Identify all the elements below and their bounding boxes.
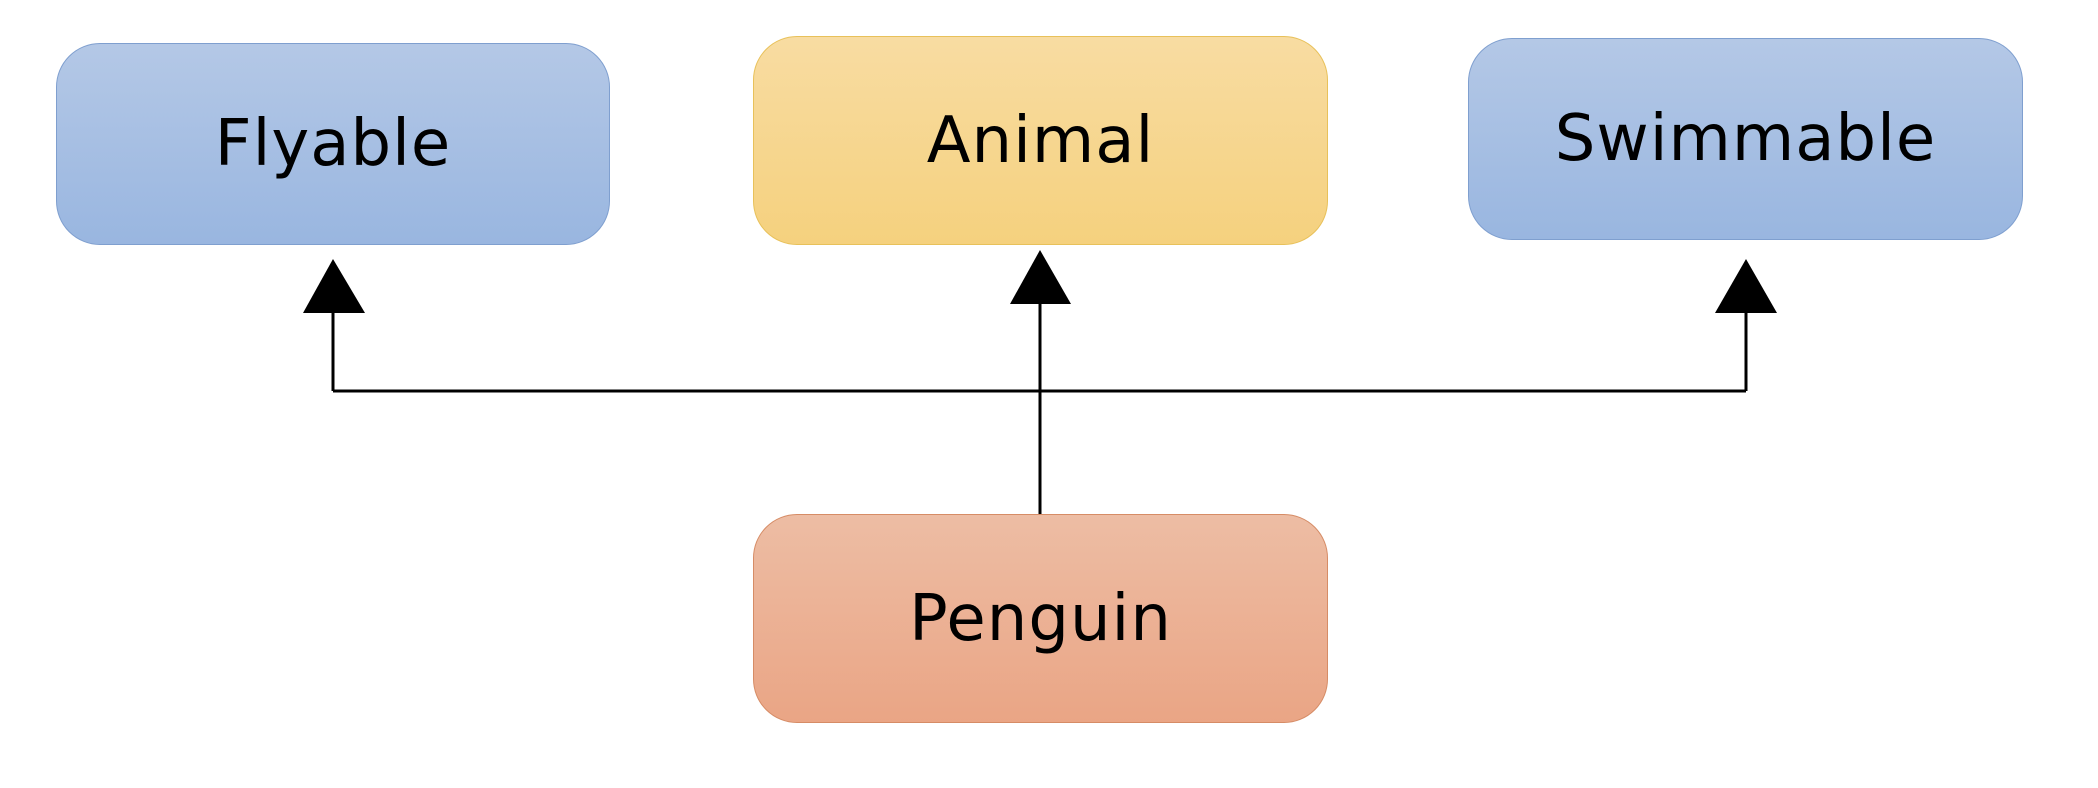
node-flyable[interactable]: Flyable bbox=[56, 43, 610, 245]
edge-penguin-animal-arrowhead bbox=[1010, 250, 1071, 304]
node-penguin-label: Penguin bbox=[909, 581, 1172, 656]
edge-penguin-swimmable-arrowhead bbox=[1715, 259, 1777, 313]
node-swimmable-label: Swimmable bbox=[1554, 102, 1937, 176]
node-flyable-label: Flyable bbox=[214, 107, 452, 181]
node-penguin[interactable]: Penguin bbox=[753, 514, 1328, 723]
node-animal-label: Animal bbox=[926, 103, 1155, 178]
edge-penguin-flyable-arrowhead bbox=[303, 259, 365, 313]
node-swimmable[interactable]: Swimmable bbox=[1468, 38, 2023, 240]
node-animal[interactable]: Animal bbox=[753, 36, 1328, 245]
